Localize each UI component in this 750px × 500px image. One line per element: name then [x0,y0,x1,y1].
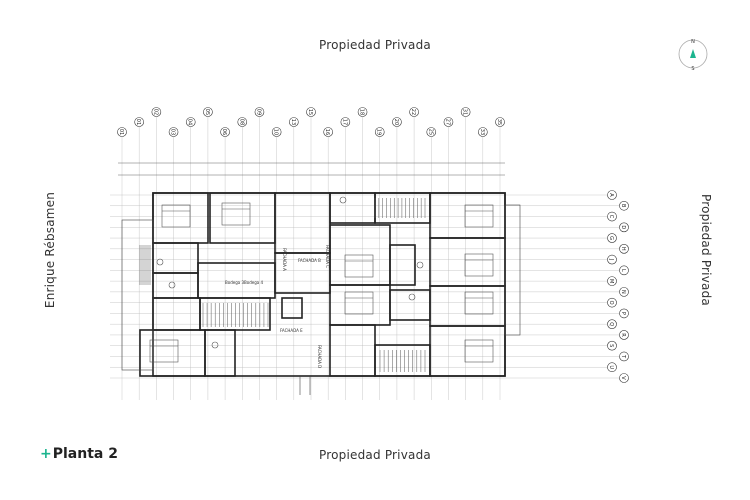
grid-label-h: O [608,301,614,305]
grid-label-h: G [608,236,614,240]
grid-bubble [134,117,144,127]
grid-label-v: 10 [273,129,279,135]
bodega-4-label: Bodega 4 [244,280,263,285]
compass-north: N [691,39,695,45]
grid-bubble [607,276,617,286]
grid-bubble [151,107,162,117]
grid-bubble [619,373,629,383]
grid-label-h: M [608,279,614,283]
grid-label-v: 06 [221,129,227,135]
grid-label-v: 22 [410,109,416,115]
grid-label-v: 03 [170,129,176,135]
grid-bubble [203,107,213,117]
grid-bubble [409,107,419,117]
grid-label-v: 05 [204,109,210,115]
compass-south: S [691,66,694,72]
grid-bubble [340,117,351,127]
grid-label-v: 04 [187,119,193,125]
grid-label-v: 15 [307,109,313,115]
grid-label-h: H [620,247,626,251]
label-bottom: Propiedad Privada [319,448,431,462]
grid-label-h: J [608,258,614,260]
grid-bubble [374,127,385,137]
grid-label-v: 09 [255,109,261,115]
plus-icon: + [40,446,52,462]
grid-label-h: U [608,365,614,369]
compass-arrow [690,49,696,58]
grid-label-h: V [620,376,626,380]
grid-bubble [619,330,629,340]
grid-label-v: 25 [427,129,433,135]
grid-bubble [117,127,127,137]
grid-bubble [619,265,629,276]
compass-icon: N S [678,39,708,72]
grid-bubble [619,200,629,211]
grid-bubble [619,287,629,297]
grid-bubble [443,117,454,127]
grid-label-h: A [608,193,614,197]
grid-bubble [289,117,299,127]
plan-title-text: Planta 2 [52,446,118,462]
grid-label-v: 35 [496,119,502,125]
grid-bubble [607,233,617,243]
grid-label-v: 19 [376,129,382,135]
grid-label-v: 18 [359,109,365,115]
grid-bubble [607,190,617,200]
grid-bubble [168,127,179,137]
grid-bubble [607,297,617,308]
grid-bubble [271,127,282,137]
grid-bubble [392,117,402,127]
grid-label-v: 08 [238,119,244,125]
grid-bubble [220,127,230,137]
grid-label-v: 31 [462,109,468,115]
grid-label-v: 33 [479,129,485,135]
bodega-3-label: Bodega 3 [225,280,244,285]
fachada-a-label: FACHADA A [282,248,287,271]
grid-bubble [237,117,248,127]
grid-label-v: 27 [444,119,450,125]
grid-bubble [607,362,617,373]
grid-label-v: 01 [118,129,124,135]
grid-bubble [619,308,629,319]
grid-label-h: D [620,225,626,229]
fachada-b-label: FACHADA B [298,258,321,263]
grid-label-v: 02 [152,109,158,115]
grid-bubble [607,319,617,329]
fachada-e-label: FACHADA E [280,328,303,333]
grid-bubble [185,117,196,127]
grid-bubble [460,107,471,117]
grid-label-v: 01 [135,119,141,125]
grid-bubble [306,107,316,117]
grid-label-h: T [620,354,626,359]
fachada-d-label: FACHADA D [317,345,322,368]
grid-label-h: P [620,312,626,315]
grid-bubble [619,222,629,233]
grid-label-v: 17 [341,119,347,125]
grid-bubble [426,127,437,137]
grid-label-h: N [620,290,626,294]
grid-label-h: C [608,215,614,219]
grid-label-h: B [620,204,626,208]
label-top: Propiedad Privada [319,38,431,52]
grid-bubble [478,127,488,137]
grid-bubble [495,117,505,127]
grid-label-v: 13 [290,119,296,125]
grid-label-v: 20 [393,119,399,125]
fachada-c-label: FACHADA C [325,245,330,268]
grid-label-h: L [620,269,626,272]
grid-bubble [357,107,368,117]
grid-bubble [607,211,617,222]
grid-label-h: R [620,333,626,337]
grid-bubble [619,351,629,362]
grid-bubble [254,107,265,117]
plan-title: +Planta 2 [40,446,118,462]
grid-bubble [323,127,333,137]
grid-bubble [619,244,629,254]
grid-bubble [607,340,617,351]
grid-label-h: S [608,344,614,347]
grid-label-v: 16 [324,129,330,135]
grid-bubble [607,254,617,265]
grid-label-h: Q [608,322,614,326]
